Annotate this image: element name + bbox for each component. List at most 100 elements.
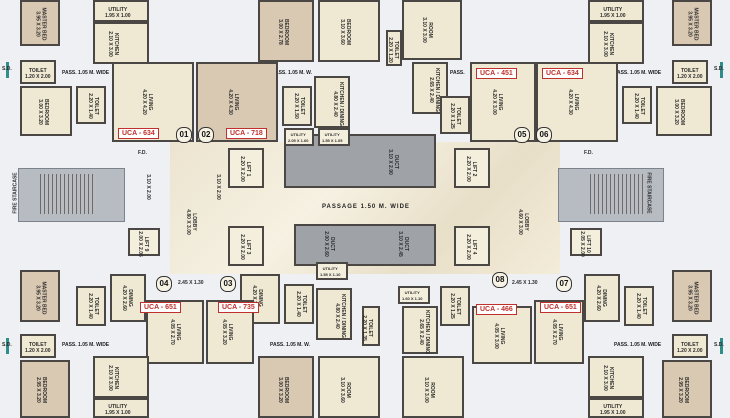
fd-marker-left: F.D. [138,150,147,156]
lobby-left-top-label: 3.10 X 2.00 [144,174,151,200]
pass-tl: PASS. 1.05 M. WIDE [62,70,110,76]
dim-right: 2.45 X 1.30 [512,280,538,286]
kitchen-dining-t [314,76,350,128]
bedroom-t2 [318,0,380,62]
kitchen-br [588,356,644,398]
toilet-b2 [362,306,380,346]
dining-bl [110,274,146,322]
lift-1 [228,148,264,188]
flat-number-04: 04 [156,276,172,292]
pass-tr: PASS. [450,70,465,76]
bed-bl [20,360,70,418]
kitchen-tr [588,22,644,64]
master-bed-tr [672,0,712,46]
lift-10 [570,228,602,256]
sd-br: S.D. [714,342,724,348]
kitchen-dining-b2 [402,306,438,354]
bedroom-t1 [258,0,314,62]
uca-br: UCA - 466 [476,304,517,315]
flat-number-01: 01 [176,127,192,143]
uca-t: UCA - 718 [226,128,267,139]
window-bl [6,338,9,354]
pass-t: PASS. 1.05 M. W. [272,70,312,76]
master-bed-bl [20,270,60,322]
toilet-t2 [282,86,312,126]
sd-tr: S.D. [714,66,724,72]
flat-number-08: 08 [492,272,508,288]
sd-tl: S.D. [2,66,12,72]
sd-bl: S.D. [2,342,12,348]
uca-tl: UCA - 634 [118,128,159,139]
toilet-t [386,30,402,66]
flat-number-02: 02 [198,127,214,143]
toilet-tr [440,96,470,134]
bed-tl [20,86,72,136]
toilet-br2 [624,286,654,326]
pass-bl: PASS. 1.05 M. WIDE [62,342,110,348]
uca-br2: UCA - 651 [540,302,581,313]
lift-4 [454,226,490,266]
pass-tr2: PASS. 1.05 M. WIDE [614,70,662,76]
master-bed-br [672,270,712,322]
passage-label: PASSAGE 1.50 M. WIDE [322,204,410,210]
toilet-tr3 [622,86,652,124]
room-b [318,356,380,418]
fd-marker-right: F.D. [584,150,593,156]
fire-staircase-left-label: FIRE STAIRCASE [12,172,19,214]
room-br [402,356,464,418]
pass-br: PASS. 1.05 M. WIDE [614,342,662,348]
